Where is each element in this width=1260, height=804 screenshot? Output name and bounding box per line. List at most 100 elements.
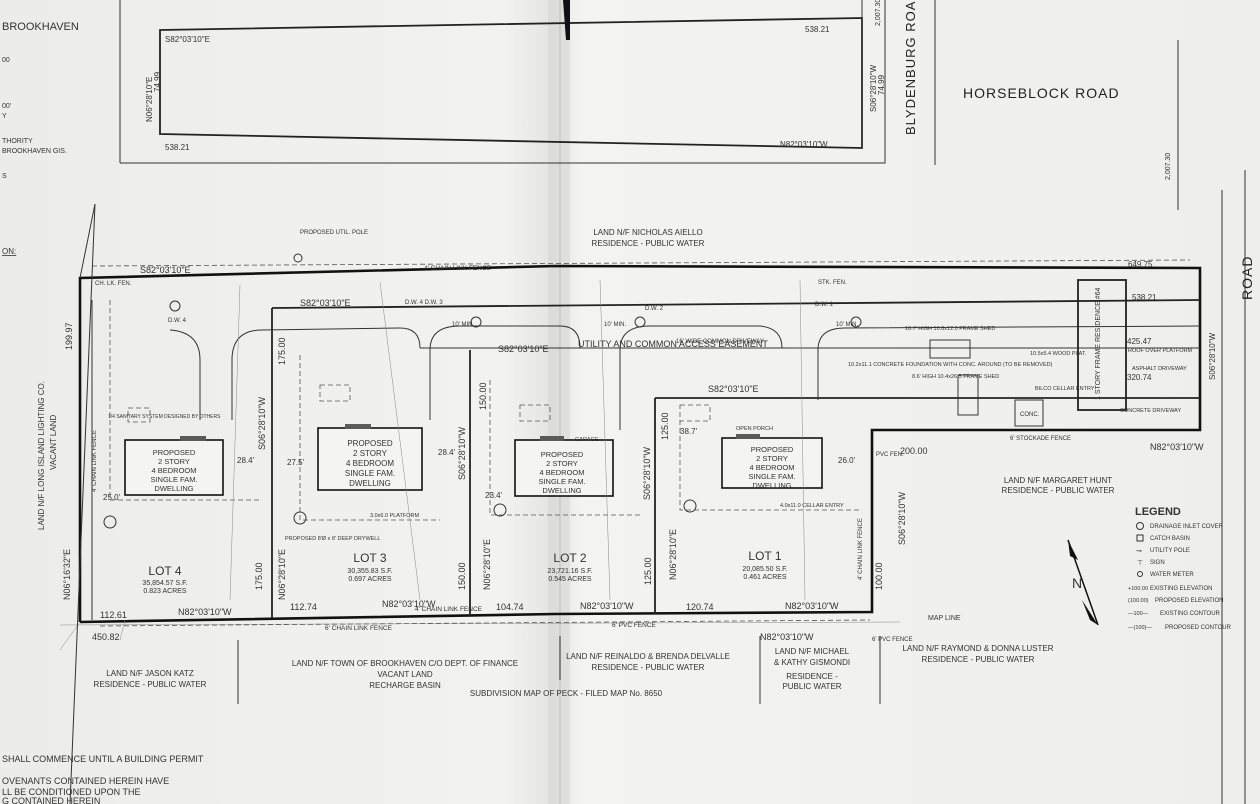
- house-line-3: 4 BEDROOM: [749, 463, 794, 472]
- legend-item-5: WATER METER: [1150, 572, 1194, 578]
- margin-line-6: S: [2, 173, 7, 180]
- bearing-road: S06°28'10"W: [1208, 332, 1217, 380]
- house-line-1: PROPOSED: [153, 448, 196, 457]
- frame-shed-2: [957, 374, 979, 416]
- south4-use1: RESIDENCE -: [786, 672, 838, 681]
- utility-pole-legend-icon: ⊸: [1136, 548, 1142, 555]
- fence-labels: 4' CHAIN LINK FENCE 6' CHAIN LINK FENCE …: [92, 265, 1071, 643]
- leader-lines: [59, 279, 806, 651]
- dist-200: 200.00: [900, 446, 928, 456]
- dist-112-74: 112.74: [290, 602, 317, 612]
- callout-ch-lk-fen: CH. LK. FEN.: [95, 281, 132, 287]
- dist-west-main: 199.97: [64, 322, 74, 350]
- fence-chain-east: 4' CHAIN LINK FENCE: [858, 518, 864, 580]
- callout-asphalt: ASPHALT DRIVEWAY: [1132, 366, 1187, 372]
- south1-use: RESIDENCE - PUBLIC WATER: [94, 680, 207, 689]
- south2-use2: RECHARGE BASIN: [369, 681, 441, 690]
- west-neighbor-name: LAND N/F LONG ISLAND LIGHTING CO.: [37, 381, 46, 530]
- driveway-curve-5: [817, 325, 1201, 400]
- dist-100: 100.00: [874, 562, 884, 590]
- bearings: S82°03'10"E S82°03'10"E S82°03'10"E S82°…: [62, 260, 1217, 642]
- south-fence: [99, 619, 871, 627]
- house-lot3: PROPOSED 2 STORY 4 BEDROOM SINGLE FAM. D…: [317, 424, 423, 491]
- house-line-2: 2 STORY: [158, 457, 190, 466]
- legend-item-6: EXISTING ELEVATION: [1150, 586, 1212, 592]
- leader-2: [119, 619, 126, 641]
- south5-name: LAND N/F RAYMOND & DONNA LUSTER: [903, 644, 1054, 653]
- callout-wood-plat: 10.5x5.4 WOOD PLAT.: [1030, 351, 1087, 357]
- legend-sample-9: —(100)—: [1128, 625, 1152, 631]
- contour-3: [229, 284, 241, 601]
- north-neighbor-use: RESIDENCE - PUBLIC WATER: [592, 239, 705, 248]
- callout-sanitary: 1/4 SANITARY SYSTEM DESIGNED BY OTHERS: [108, 414, 221, 420]
- main-parcel-outline: [78, 264, 1202, 624]
- callout-dw3: D.W. 4 D.W. 3: [405, 300, 443, 306]
- callout-pvc-fen: PVC FEN.: [876, 452, 904, 458]
- dist-120-74: 120.74: [686, 602, 714, 612]
- dist-150-b: 150.00: [478, 382, 488, 410]
- keymap-east-dist: 74.99: [877, 74, 886, 95]
- margin-line-5: BROOKHAVEN GIS.: [2, 148, 67, 155]
- fence-chain-south2: 4' CHAIN LINK FENCE: [415, 606, 483, 613]
- house-line-1: PROPOSED: [751, 445, 794, 454]
- south2-use1: VACANT LAND: [377, 670, 432, 679]
- map-line: [59, 621, 901, 626]
- dist-175-a: 175.00: [254, 562, 264, 590]
- map-line-label: MAP LINE: [928, 615, 961, 622]
- lot2-area: 23,721.16 S.F.: [547, 568, 592, 575]
- callout-drywell: PROPOSED 8'Ø x 8' DEEP DRYWELL: [285, 536, 380, 542]
- bearing-n06-3: N06°28'10"E: [668, 529, 678, 580]
- callout-dw2: D.W. 2: [645, 306, 664, 312]
- house-line-2: 2 STORY: [546, 459, 578, 468]
- callout-10min-1: 10' MIN.: [452, 322, 474, 328]
- callout-25: 25.0': [103, 493, 121, 502]
- drywell-icon-2: [470, 316, 482, 328]
- existing-residence: [1077, 279, 1127, 411]
- keymap-west-dist: 74.99: [153, 71, 162, 92]
- blydenburg-road-label: BLYDENBURG ROAD: [903, 0, 918, 135]
- north-arrow-shaft: [1067, 539, 1099, 626]
- callout-bilco: BILCO CELLAR ENTRY: [1035, 386, 1095, 392]
- house-line-3: 4 BEDROOM: [539, 468, 584, 477]
- lot1-area: 20,085.50 S.F.: [742, 566, 787, 573]
- south3-use: RESIDENCE - PUBLIC WATER: [592, 663, 705, 672]
- bearing-s06-1: S06°28'10"W: [257, 396, 267, 450]
- legend-item-3: UTILITY POLE: [1150, 548, 1190, 554]
- keymap-parcel-outline: [159, 17, 863, 149]
- keymap-east-bearing: S06°28'10"W: [869, 64, 878, 112]
- north-fence: [91, 259, 1191, 267]
- keymap-north-dist: 538.21: [805, 25, 830, 34]
- bearing-south1: N82°03'10"W: [178, 607, 232, 617]
- lot3-setback: [299, 355, 440, 521]
- margin-line-4: THORITY: [2, 138, 33, 145]
- lot4-name: LOT 4: [148, 564, 181, 578]
- south3-name: LAND N/F REINALDO & BRENDA DELVALLE: [566, 652, 730, 661]
- legend-item-9: PROPOSED CONTOUR: [1165, 625, 1232, 631]
- callout-26: 26.0': [838, 456, 856, 465]
- house-line-5: DWELLING: [752, 481, 791, 490]
- east-neighbor-use: RESIDENCE - PUBLIC WATER: [1002, 486, 1115, 495]
- callout-roof-plat: ROOF OVER PLATFORM: [1128, 348, 1192, 354]
- garage-hatch: [540, 436, 564, 441]
- lot-labels: LOT 4 35,854.57 S.F. 0.823 ACRES LOT 3 3…: [142, 549, 787, 595]
- easement-label: UTILITY AND COMMON ACCESS EASEMENT: [578, 339, 768, 349]
- lot1-name: LOT 1: [748, 549, 781, 563]
- callout-conc-driveway: CONCRETE DRIVEWAY: [1120, 408, 1181, 414]
- legend-sample-6: +100.00: [1128, 586, 1148, 592]
- keymap-corner-dist: 2,007.30: [875, 0, 882, 26]
- callout-stk-fen: STK. FEN.: [818, 280, 847, 286]
- north-arrow: N: [1067, 539, 1099, 626]
- lot3-acres: 0.697 ACRES: [348, 576, 392, 583]
- house-footprint: [514, 439, 614, 497]
- drywell-icon-4: [850, 316, 862, 328]
- keymap-corner-dist-2: 2,007.30: [1165, 153, 1172, 180]
- common-driveway: 16' WIDE COMMON DRIVEWAY: [169, 325, 1201, 430]
- proposed-drywell-icon-4: [683, 499, 697, 513]
- fence-chain-west: 4' CHAIN LINK FENCE: [92, 430, 98, 492]
- lot3-area: 30,355.83 S.F.: [347, 568, 392, 575]
- margin-line-3: Y: [2, 113, 7, 120]
- bearing-n06-1: N06°28'10"E: [277, 549, 287, 600]
- fence-chain-north: 4' CHAIN LINK FENCE: [424, 265, 492, 272]
- catch-basin-icon: [1136, 534, 1144, 542]
- east-neighbor-name: LAND N/F MARGARET HUNT: [1004, 476, 1112, 485]
